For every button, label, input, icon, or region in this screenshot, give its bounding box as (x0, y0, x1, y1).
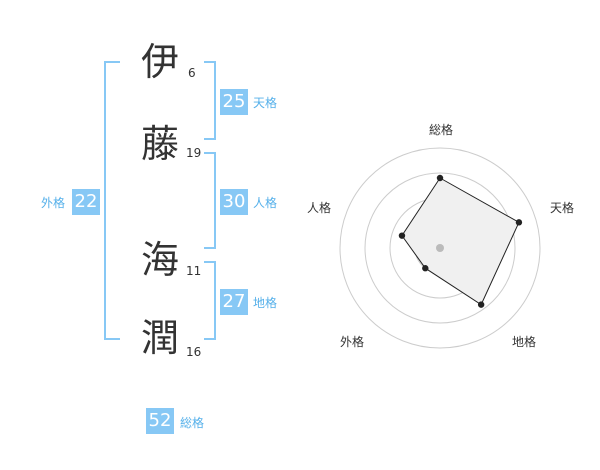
gaikaku-value: 22 (72, 189, 100, 215)
chikaku-bracket (204, 261, 216, 340)
name-char-3: 海 (140, 238, 179, 282)
jinkaku-label: 人格 (253, 196, 278, 210)
radar-label-jinkaku: 人格 (306, 201, 331, 215)
jinkaku-bracket (204, 152, 216, 249)
radar-point-1 (515, 219, 523, 226)
radar-point-2 (477, 301, 485, 308)
stroke-count-2: 19 (186, 146, 202, 160)
name-char-2: 藤 (140, 122, 179, 166)
name-char-1: 伊 (140, 40, 179, 84)
gaikaku-bracket (104, 61, 120, 340)
radar-ring (339, 147, 541, 349)
radar-label-soukaku: 総格 (428, 123, 453, 137)
tenkaku-value: 25 (220, 89, 248, 115)
radar-point-4 (398, 232, 406, 239)
tenkaku-bracket (204, 61, 216, 140)
radar-label-gaikaku: 外格 (339, 335, 364, 349)
gaikaku-label: 外格 (41, 196, 66, 210)
radar-point-0 (436, 174, 444, 182)
chikaku-value: 27 (220, 289, 248, 315)
radar-grid (339, 147, 541, 349)
radar-point-3 (422, 265, 429, 272)
soukaku-value: 52 (146, 408, 174, 434)
radar-polygon (401, 177, 520, 306)
jinkaku-value: 30 (220, 189, 248, 215)
stroke-count-4: 16 (186, 345, 202, 359)
stroke-count-3: 11 (186, 264, 202, 278)
radar-label-tenkaku: 天格 (549, 201, 574, 215)
soukaku-label: 総格 (180, 416, 205, 430)
radar-points (398, 174, 523, 308)
radar-ring (364, 172, 516, 324)
stroke-count-1: 6 (188, 66, 196, 80)
chikaku-label: 地格 (253, 296, 278, 310)
radar-label-chikaku: 地格 (511, 335, 536, 349)
name-char-4: 潤 (140, 316, 179, 360)
radar-center-dot (436, 244, 444, 252)
tenkaku-label: 天格 (253, 96, 278, 110)
